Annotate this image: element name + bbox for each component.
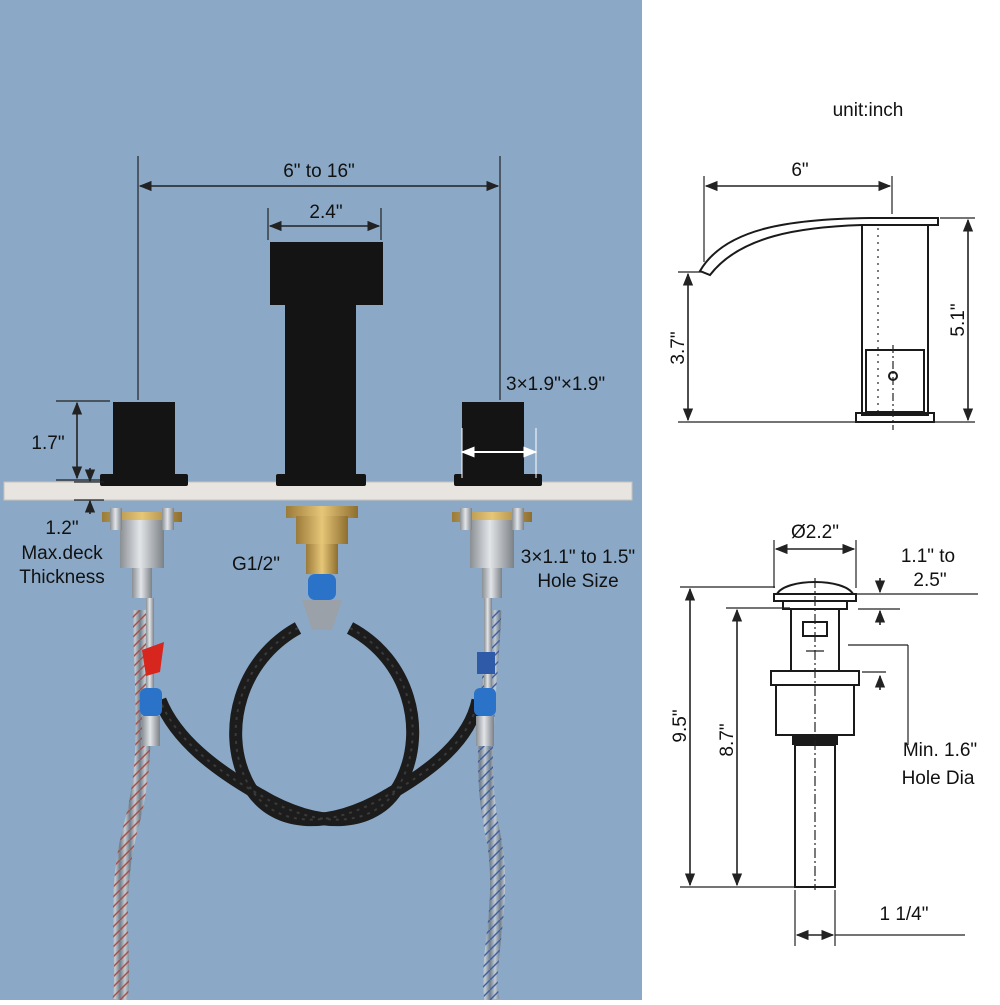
total-height-label: 5.1" [948,303,969,336]
right-hose-ferrule [476,716,494,746]
cold-indicator-tag [477,652,495,674]
spout-head [270,242,383,305]
center-valve-thread [306,544,338,574]
hole-dia-label-line2: Hole Dia [902,768,975,789]
right-valve-assembly [452,508,532,746]
right-valve-shank [470,520,514,568]
spout-outline [698,217,939,277]
spout-base [276,474,366,486]
technical-drawings-panel: unit:inch 6" 3.7" 5.1" [668,100,978,946]
y-connector [302,600,342,630]
hole-size-label-line1: 3×1.1" to 1.5" [521,547,635,568]
left-valve-bolt-b [162,508,174,530]
tail-diameter-label: 1 1/4" [879,904,928,925]
spout-drawing: 6" 3.7" 5.1" [668,160,975,430]
handle-size-label: 3×1.9"×1.9" [506,374,605,395]
left-valve-pipe [146,598,154,688]
total-length-label: 9.5" [670,709,691,742]
unit-label: unit:inch [833,100,904,121]
right-valve-washer [452,512,532,522]
drain-drawing: Ø2.2" 9.5" 8.7" 1.1" to 2.5" [670,522,978,946]
spout-column [285,300,356,476]
thread-label: G1/2" [232,554,280,575]
body-length-label: 8.7" [717,723,738,756]
right-blue-nut [474,688,496,716]
center-valve-washer [286,506,358,518]
right-handle-base [454,474,542,486]
right-valve-stem [482,568,502,598]
left-valve-stem [132,568,152,598]
hot-indicator-tag [142,642,164,676]
left-handle [113,402,175,476]
left-handle-base [100,474,188,486]
left-valve-washer [102,512,182,522]
cap-diameter-label: Ø2.2" [791,522,839,543]
connector-hose-right-braid [159,627,414,821]
faucet-photo-panel: 6" to 16" 2.4" 1.7" [0,0,642,1002]
right-valve-pipe [484,598,492,688]
left-valve-bolt-a [110,508,122,530]
spout-length-label: 6" [791,160,808,181]
outlet-height-label: 3.7" [668,331,689,364]
faucet-body [100,242,542,486]
spout-valve-outline [865,349,925,413]
center-valve-nut [296,516,348,544]
hole-size-label-line2: Hole Size [537,571,618,592]
left-hose-ferrule [142,716,160,746]
deck-thickness-value: 1.2" [45,518,78,539]
left-valve-shank [120,520,164,568]
deck-thickness-label-line2: Thickness [19,567,105,588]
left-blue-nut [140,688,162,716]
left-valve-assembly [102,508,182,746]
range-label-line1: 1.1" to [901,546,955,567]
range-label-line2: 2.5" [913,570,946,591]
deck-thickness-label-line1: Max.deck [21,543,103,564]
center-valve-assembly [286,506,358,630]
right-valve-bolt-a [460,508,472,530]
center-blue-nut [308,574,336,600]
spout-width-label: 2.4" [309,202,342,223]
hot-supply-hose [112,609,151,1002]
spread-label: 6" to 16" [283,161,355,182]
right-valve-bolt-b [512,508,524,530]
hole-dia-label-line1: Min. 1.6" [903,740,977,761]
spout-body-outline [861,224,929,416]
right-handle [462,402,524,476]
handle-height-label: 1.7" [31,433,64,454]
